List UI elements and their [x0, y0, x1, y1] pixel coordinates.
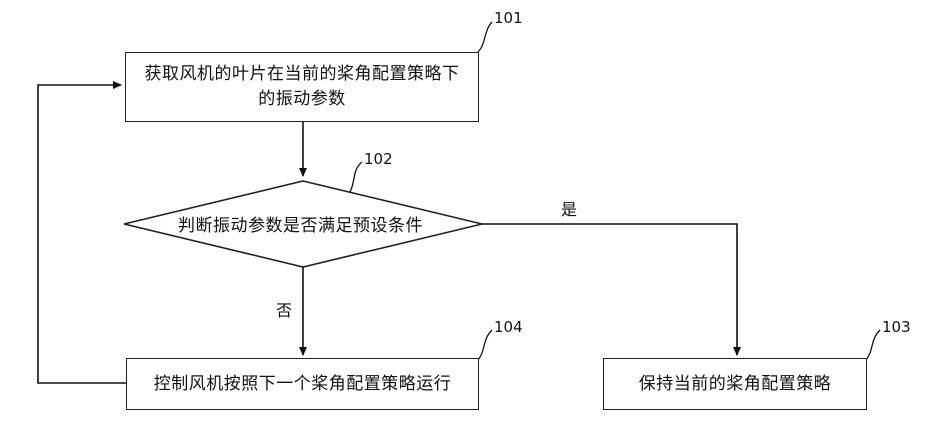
step-104-text: 控制风机按照下一个桨角配置策略运行: [154, 372, 452, 397]
ref-103: 103: [882, 318, 911, 336]
ref-leader-102: [350, 162, 362, 192]
step-101-box: 获取风机的叶片在当前的桨角配置策略下的振动参数: [125, 52, 479, 122]
step-103-text: 保持当前的桨角配置策略: [639, 372, 832, 397]
step-103-box: 保持当前的桨角配置策略: [603, 358, 867, 410]
edge-yes-label: 是: [561, 196, 577, 220]
ref-104: 104: [494, 318, 523, 336]
step-102-text: 判断振动参数是否满足预设条件: [178, 211, 423, 236]
arrow-loop-104-to-101: [38, 85, 126, 383]
step-104-box: 控制风机按照下一个桨角配置策略运行: [126, 358, 479, 410]
ref-102: 102: [364, 150, 393, 168]
ref-leader-101: [478, 22, 492, 52]
ref-101: 101: [494, 9, 523, 27]
step-101-text: 获取风机的叶片在当前的桨角配置策略下的振动参数: [136, 62, 468, 112]
edge-no-label: 否: [276, 297, 292, 321]
ref-leader-104: [478, 330, 492, 360]
ref-leader-103: [866, 330, 880, 360]
